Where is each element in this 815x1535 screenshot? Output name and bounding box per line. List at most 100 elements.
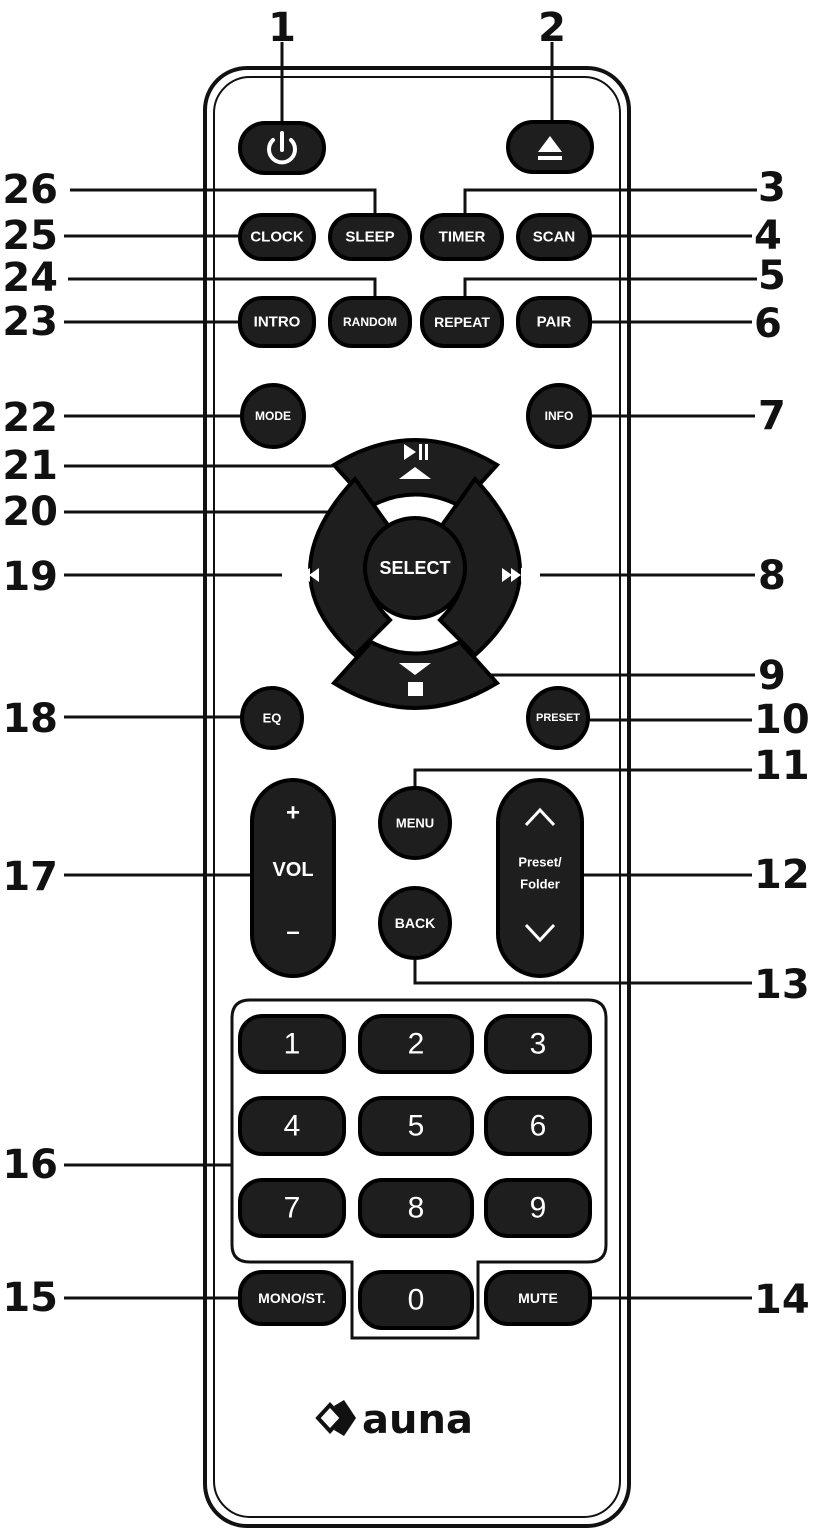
intro-button[interactable]: INTRO bbox=[238, 296, 316, 348]
auna-logo-icon bbox=[315, 1400, 356, 1436]
repeat-button[interactable]: REPEAT bbox=[420, 296, 504, 348]
digit-8-label: 8 bbox=[408, 1192, 425, 1225]
menu-label: MENU bbox=[396, 816, 434, 831]
preset-button[interactable]: PRESET bbox=[526, 686, 590, 750]
callout-numbers: 1 2 3 4 5 6 7 8 9 10 11 12 13 14 15 16 1… bbox=[2, 5, 809, 1323]
previous-track-icon bbox=[297, 568, 319, 582]
digit-6-button[interactable]: 6 bbox=[484, 1096, 592, 1156]
mono-stereo-button[interactable]: MONO/ST. bbox=[238, 1270, 346, 1326]
info-label: INFO bbox=[545, 409, 574, 423]
power-button[interactable] bbox=[238, 121, 326, 175]
mode-button[interactable]: MODE bbox=[240, 383, 306, 449]
preset-folder-label-1: Preset/ bbox=[518, 855, 562, 870]
label-1: 1 bbox=[268, 5, 296, 51]
label-12: 12 bbox=[754, 852, 810, 898]
back-label: BACK bbox=[395, 915, 435, 931]
label-25: 25 bbox=[2, 213, 58, 259]
digit-7-button[interactable]: 7 bbox=[238, 1178, 346, 1238]
timer-button[interactable]: TIMER bbox=[420, 213, 504, 261]
mode-label: MODE bbox=[255, 409, 291, 423]
random-label: RANDOM bbox=[343, 315, 397, 329]
preset-label: PRESET bbox=[536, 712, 580, 724]
label-18: 18 bbox=[2, 696, 58, 742]
sleep-label: SLEEP bbox=[345, 229, 394, 246]
digit-5-label: 5 bbox=[408, 1110, 425, 1143]
clock-button[interactable]: CLOCK bbox=[238, 213, 316, 261]
eject-icon bbox=[538, 136, 562, 160]
volume-rocker[interactable]: + VOL – bbox=[250, 778, 336, 978]
back-button[interactable]: BACK bbox=[378, 886, 452, 960]
next-track-icon bbox=[502, 568, 524, 582]
select-label: SELECT bbox=[379, 558, 450, 578]
digit-0-label: 0 bbox=[408, 1284, 425, 1317]
label-14: 14 bbox=[754, 1277, 810, 1323]
label-10: 10 bbox=[754, 697, 810, 743]
label-2: 2 bbox=[538, 5, 566, 51]
vol-label: VOL bbox=[272, 859, 313, 881]
digit-2-label: 2 bbox=[408, 1028, 425, 1061]
sleep-button[interactable]: SLEEP bbox=[328, 213, 412, 261]
label-22: 22 bbox=[2, 395, 58, 441]
label-9: 9 bbox=[758, 653, 786, 699]
vol-plus-label: + bbox=[286, 800, 300, 827]
label-7: 7 bbox=[758, 393, 786, 439]
digit-9-label: 9 bbox=[530, 1192, 547, 1225]
numeric-keypad: 1 2 3 4 5 6 7 8 bbox=[238, 1014, 592, 1330]
eq-label: EQ bbox=[263, 711, 282, 726]
digit-4-label: 4 bbox=[284, 1110, 301, 1143]
info-button[interactable]: INFO bbox=[526, 383, 592, 449]
label-15: 15 bbox=[2, 1275, 58, 1321]
repeat-label: REPEAT bbox=[434, 314, 490, 330]
digit-1-label: 1 bbox=[284, 1028, 301, 1061]
vol-minus-label: – bbox=[286, 919, 299, 946]
eq-button[interactable]: EQ bbox=[240, 686, 304, 750]
scan-button[interactable]: SCAN bbox=[516, 213, 592, 261]
pair-label: PAIR bbox=[537, 314, 572, 331]
timer-label: TIMER bbox=[439, 229, 486, 246]
dpad-right-next-button[interactable] bbox=[437, 475, 524, 658]
mono-stereo-label: MONO/ST. bbox=[258, 1290, 326, 1306]
mute-label: MUTE bbox=[518, 1290, 558, 1306]
digit-1-button[interactable]: 1 bbox=[238, 1014, 346, 1074]
digit-0-button[interactable]: 0 bbox=[358, 1270, 474, 1330]
digit-5-button[interactable]: 5 bbox=[358, 1096, 474, 1156]
label-5: 5 bbox=[758, 253, 786, 299]
mute-button[interactable]: MUTE bbox=[484, 1270, 592, 1326]
brand-name: auna bbox=[362, 1397, 473, 1443]
digit-3-label: 3 bbox=[530, 1028, 547, 1061]
label-23: 23 bbox=[2, 299, 58, 345]
dpad-down-stop-button[interactable] bbox=[330, 639, 501, 710]
label-19: 19 bbox=[2, 554, 58, 600]
dpad-up-play-pause-button[interactable] bbox=[330, 438, 501, 509]
digit-8-button[interactable]: 8 bbox=[358, 1178, 474, 1238]
label-24: 24 bbox=[2, 255, 58, 301]
preset-folder-label-2: Folder bbox=[520, 877, 560, 892]
stop-icon bbox=[399, 663, 431, 696]
label-4: 4 bbox=[754, 213, 782, 259]
digit-9-button[interactable]: 9 bbox=[484, 1178, 592, 1238]
digit-7-label: 7 bbox=[284, 1192, 301, 1225]
digit-4-button[interactable]: 4 bbox=[238, 1096, 346, 1156]
digit-3-button[interactable]: 3 bbox=[484, 1014, 592, 1074]
menu-button[interactable]: MENU bbox=[378, 786, 452, 860]
select-button[interactable]: SELECT bbox=[363, 516, 467, 620]
label-3: 3 bbox=[758, 165, 786, 211]
preset-folder-rocker[interactable]: Preset/ Folder bbox=[496, 778, 584, 978]
digit-6-label: 6 bbox=[530, 1110, 547, 1143]
pair-button[interactable]: PAIR bbox=[516, 296, 592, 348]
label-20: 20 bbox=[2, 489, 58, 535]
label-16: 16 bbox=[2, 1142, 58, 1188]
label-26: 26 bbox=[2, 167, 58, 213]
digit-2-button[interactable]: 2 bbox=[358, 1014, 474, 1074]
random-button[interactable]: RANDOM bbox=[328, 296, 412, 348]
eject-button[interactable] bbox=[506, 120, 594, 174]
label-13: 13 bbox=[754, 962, 810, 1008]
power-icon bbox=[267, 131, 297, 165]
chevron-up-icon bbox=[524, 807, 556, 827]
label-11: 11 bbox=[754, 743, 810, 789]
label-8: 8 bbox=[758, 553, 786, 599]
keypad-outline bbox=[230, 998, 608, 1340]
intro-label: INTRO bbox=[254, 314, 301, 331]
clock-label: CLOCK bbox=[250, 229, 303, 246]
